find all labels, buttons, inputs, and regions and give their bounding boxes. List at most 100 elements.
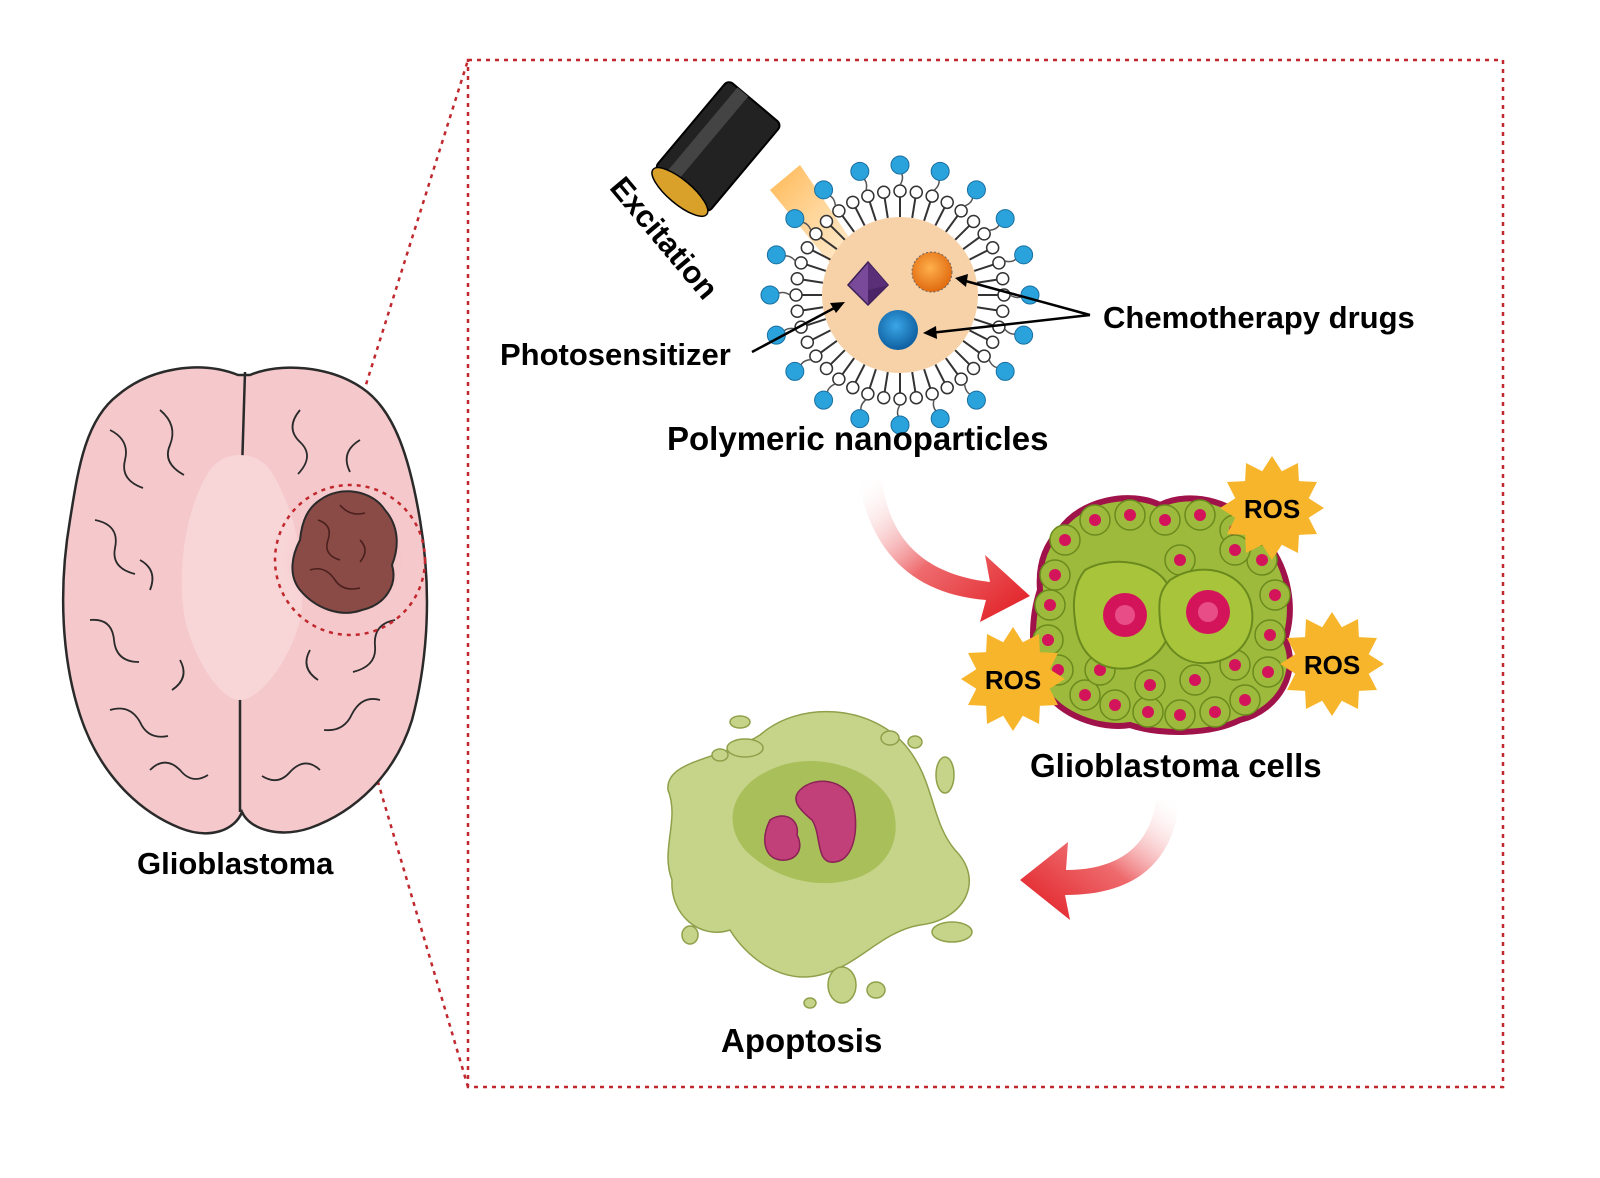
brain-gyri (89, 409, 396, 782)
tumor-cell-nucleus (1174, 709, 1186, 721)
ros-label-right: ROS (1303, 650, 1361, 680)
targeting-ligand (930, 161, 950, 181)
zoom-frame (466, 58, 1505, 1089)
lipid-tail (804, 263, 827, 272)
lipid-head (800, 241, 815, 255)
targeting-ligand (814, 180, 834, 200)
arrow-to-apoptosis (1020, 800, 1180, 920)
nanoparticle-shell (760, 155, 1040, 435)
lipid-tail (868, 199, 877, 222)
tumor-cell-nucleus (1089, 514, 1101, 526)
lipid-head (940, 195, 954, 210)
lipid-head (846, 195, 860, 210)
tumor-cell-nucleus (1079, 689, 1091, 701)
label-apoptosis: Apoptosis (721, 1022, 883, 1059)
lipid-tail (934, 364, 947, 385)
targeting-ligand (1014, 245, 1034, 265)
lipid-tail (840, 213, 855, 233)
lipid-head (977, 227, 991, 241)
lipid-tail (818, 340, 838, 355)
tumor-cell-nucleus (1264, 629, 1276, 641)
lipid-head (819, 214, 834, 229)
tumor-cell-nucleus (1144, 679, 1156, 691)
tumor-zoom-circle (273, 483, 427, 637)
targeting-ligand (785, 209, 805, 229)
lipid-head (909, 185, 924, 200)
lipid-tail (810, 248, 831, 261)
tumor-cell-nucleus (1109, 699, 1121, 711)
tumor-cell-nucleus (1059, 534, 1071, 546)
lipid-tail (853, 205, 866, 226)
lipid-head (794, 256, 808, 270)
lipid-head (846, 380, 860, 395)
tumor-texture (309, 504, 366, 590)
lipid-tail (976, 306, 999, 312)
apoptotic-cell (667, 710, 973, 1009)
nanoparticle-group (760, 155, 1040, 435)
targeting-ligand (930, 409, 950, 429)
chemo-pointer-orange (961, 278, 1091, 317)
label-chemotherapy-drugs: Chemotherapy drugs (1103, 300, 1415, 335)
tumor-cell-nucleus (1229, 659, 1241, 671)
targeting-ligand (1014, 325, 1034, 345)
lipid-head (790, 271, 805, 286)
lipid-head (876, 390, 891, 405)
targeting-ligand (966, 390, 986, 410)
lipid-head (809, 227, 823, 241)
brain-illustration (61, 366, 429, 835)
lipid-tail (923, 368, 932, 391)
targeting-ligand (890, 155, 910, 175)
targeting-ligand (760, 285, 780, 305)
lipid-head (995, 304, 1010, 319)
zoom-line-bottom (363, 737, 470, 1088)
lipid-tail (973, 318, 996, 327)
nucleus-fragment-2 (764, 815, 801, 861)
ros-star-right (1280, 612, 1384, 716)
lipid-tail (804, 318, 827, 327)
lipid-tail (911, 371, 917, 394)
label-photosensitizer: Photosensitizer (500, 337, 731, 372)
lipid-head (893, 392, 907, 406)
lipid-tail (923, 199, 932, 222)
targeting-ligand (995, 209, 1015, 229)
lipid-tail (934, 205, 947, 226)
nucleus-fragment-1 (795, 780, 857, 863)
tumor-cell-nucleus (1194, 509, 1206, 521)
tumor-cell-nucleus (1159, 514, 1171, 526)
lipid-tail (818, 235, 838, 250)
lipid-tail (973, 263, 996, 272)
ros-star-top (1220, 456, 1324, 560)
lipid-tail (868, 368, 877, 391)
lipid-head (861, 387, 875, 401)
targeting-ligand (814, 390, 834, 410)
lipid-head (966, 214, 981, 229)
targeting-ligand (850, 161, 870, 181)
lipid-tail (954, 223, 972, 241)
ros-stars (961, 456, 1384, 731)
lipid-tail (976, 278, 999, 284)
lipid-head (954, 204, 968, 218)
lipid-head (800, 335, 815, 349)
tumor-cell-nucleus (1044, 599, 1056, 611)
lipid-head (966, 361, 981, 376)
tumor-cell-nucleus (1094, 664, 1106, 676)
tumor-cell-nucleus (1189, 674, 1201, 686)
apoptotic-blebs (681, 715, 973, 1009)
lipid-head (832, 204, 846, 218)
lipid-tail (801, 306, 824, 312)
tumor-cell-nucleus (1262, 666, 1274, 678)
lipid-head (790, 304, 805, 319)
tumor-cell-nucleus (1239, 694, 1251, 706)
lipid-head (789, 288, 803, 302)
lipid-tail (962, 235, 982, 250)
tumor-mass (291, 490, 398, 614)
lipid-head (832, 372, 846, 386)
lipid-head (985, 335, 1000, 349)
lipid-tail (801, 278, 824, 284)
lipid-head (954, 372, 968, 386)
targeting-ligand (850, 409, 870, 429)
lipid-tail (828, 223, 846, 241)
lipid-head (985, 241, 1000, 255)
